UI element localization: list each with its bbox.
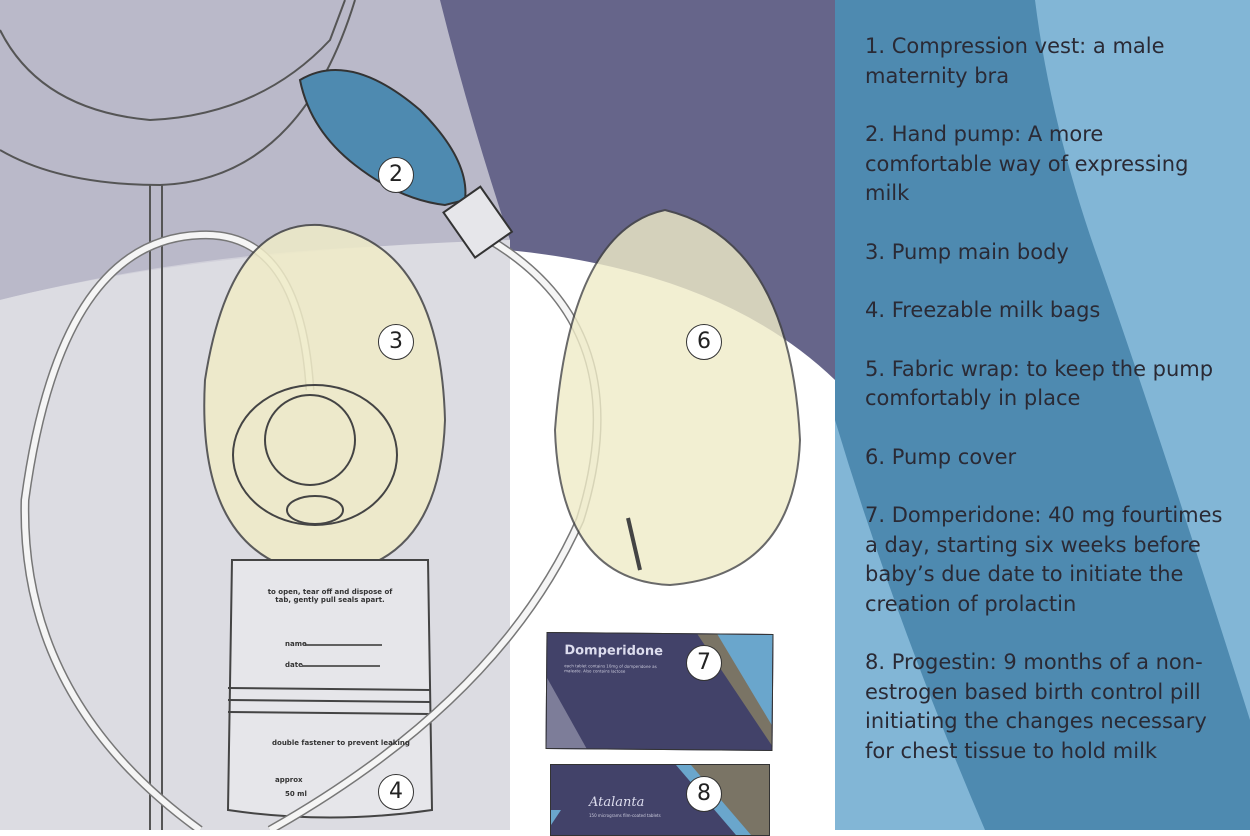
domperidone-desc: each tablet contains 10mg of domperidone… xyxy=(564,663,657,674)
atalanta-box: Atalanta 150 micrograms film-coated tabl… xyxy=(550,764,770,836)
legend-item: 6. Pump cover xyxy=(865,444,1017,469)
legend-item: 4. Freezable milk bags xyxy=(865,298,1101,322)
marker-7: 7 xyxy=(686,645,722,681)
pump-cover xyxy=(553,208,802,587)
legend-item: 5. Fabric wrap: to keep the pump comfort… xyxy=(865,356,1214,411)
legend-item: 7. Domperidone: 40 mg fourtimes a day, s… xyxy=(865,503,1223,616)
domperidone-box: Domperidone each tablet contains 10mg of… xyxy=(545,632,774,751)
atalanta-title: Atalanta xyxy=(589,795,645,810)
bag-approx: approx xyxy=(275,776,303,784)
bag-fastener-text: double fastener to prevent leaking xyxy=(272,739,410,747)
bag-date-label: date xyxy=(285,661,303,669)
bag-name-label: name xyxy=(285,640,307,648)
legend-panel xyxy=(835,0,1250,830)
legend-item: 8. Progestin: 9 months of a non-estrogen… xyxy=(865,650,1207,763)
bag-instructions: to open, tear off and dispose of tab, ge… xyxy=(267,588,393,604)
atalanta-desc: 150 micrograms film-coated tablets xyxy=(589,813,661,818)
marker-4: 4 xyxy=(378,774,414,810)
marker-2: 2 xyxy=(378,157,414,193)
legend-list: 1. Compression vest: a male maternity br… xyxy=(865,32,1235,795)
illustration xyxy=(0,0,835,830)
legend-item: 2. Hand pump: A more comfortable way of … xyxy=(865,122,1189,205)
hand-pump xyxy=(298,69,514,259)
legend-item: 1. Compression vest: a male maternity br… xyxy=(865,34,1165,88)
marker-8: 8 xyxy=(686,776,722,812)
bag-volume: 50 ml xyxy=(285,790,307,798)
marker-6: 6 xyxy=(686,324,722,360)
legend-item: 3. Pump main body xyxy=(865,239,1069,264)
domperidone-title: Domperidone xyxy=(564,643,663,660)
marker-3: 3 xyxy=(378,324,414,360)
